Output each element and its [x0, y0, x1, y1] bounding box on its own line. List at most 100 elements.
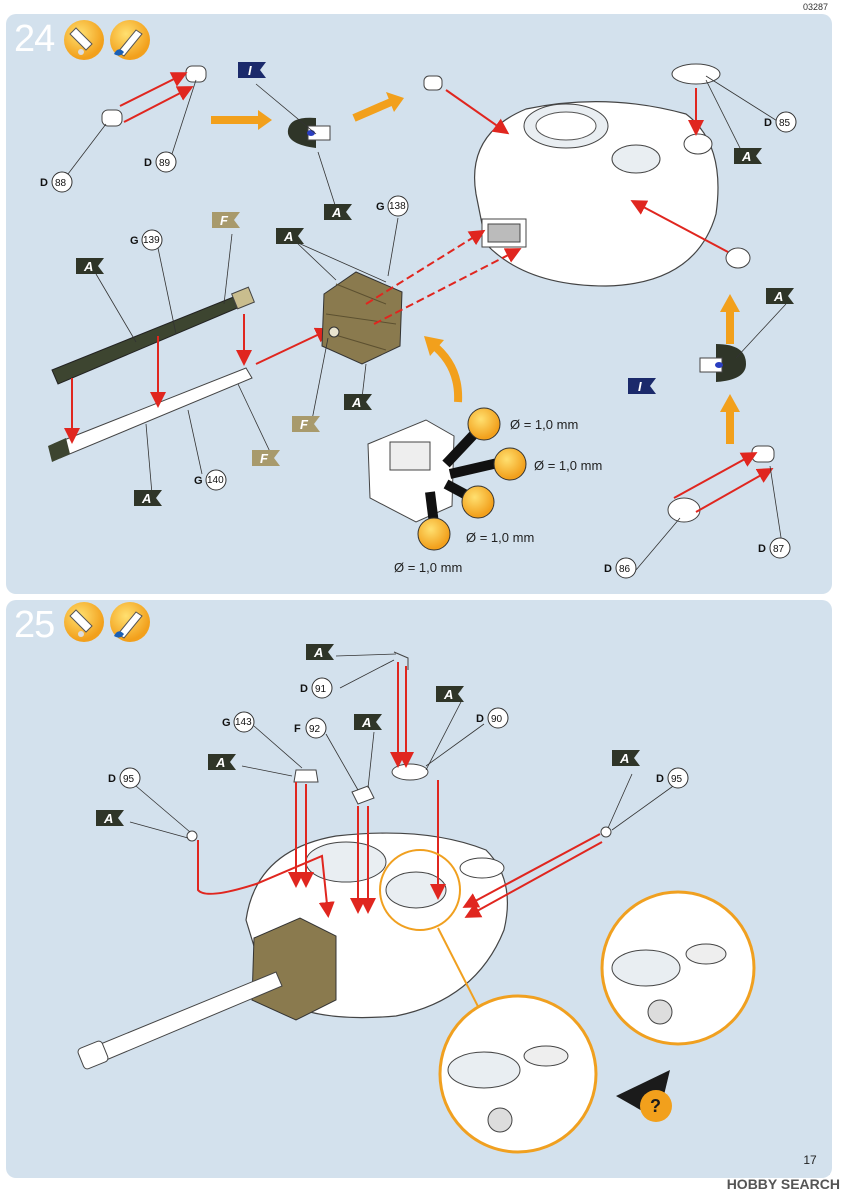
glue-icon	[64, 602, 104, 642]
help-icon: ?	[616, 1070, 672, 1122]
svg-text:I: I	[248, 63, 252, 78]
svg-text:A: A	[773, 289, 783, 304]
color-flag-a-7: A	[766, 288, 794, 304]
watermark: HOBBY SEARCH	[726, 1176, 840, 1192]
color-flag-a-5: A	[96, 810, 124, 826]
svg-text:?: ?	[650, 1096, 661, 1116]
svg-text:D: D	[144, 157, 152, 169]
part-d90	[391, 763, 429, 781]
mantlet-small-part-2	[699, 344, 746, 382]
part-label-g138: G 138	[376, 195, 409, 217]
svg-text:86: 86	[619, 564, 631, 575]
step-25-diagram: ? A A A A A A D 91 D 90 G 143 F 92 D 95	[64, 602, 756, 1154]
svg-text:G: G	[376, 201, 385, 213]
gun-mantlet	[321, 271, 403, 365]
svg-text:89: 89	[159, 158, 171, 169]
detail-view-1	[438, 994, 598, 1154]
svg-text:D: D	[764, 117, 772, 129]
svg-text:95: 95	[671, 774, 683, 785]
part-label-d90: D 90	[476, 707, 509, 729]
svg-text:I: I	[638, 379, 642, 394]
color-flag-a-3: A	[76, 258, 104, 274]
svg-text:140: 140	[207, 475, 224, 486]
svg-text:F: F	[220, 213, 229, 228]
svg-text:D: D	[758, 543, 766, 555]
glue-icon	[64, 20, 104, 60]
svg-text:A: A	[313, 645, 323, 660]
svg-text:D: D	[476, 713, 484, 725]
detail-highlight	[379, 849, 461, 931]
svg-text:139: 139	[143, 235, 160, 246]
part-label-f92: F 92	[294, 717, 327, 739]
drill-size-1: Ø = 1,0 mm	[510, 417, 578, 432]
svg-text:143: 143	[235, 717, 252, 728]
color-flag-a-4: A	[276, 228, 304, 244]
svg-text:90: 90	[491, 714, 503, 725]
svg-text:F: F	[294, 723, 301, 735]
page-number: 17	[790, 1145, 830, 1175]
part-d88-d89	[101, 65, 207, 127]
part-label-d89: D 89	[144, 151, 177, 173]
svg-text:A: A	[331, 205, 341, 220]
svg-text:D: D	[108, 773, 116, 785]
color-flag-f-1: F	[212, 212, 240, 228]
svg-text:A: A	[351, 395, 361, 410]
svg-text:A: A	[215, 755, 225, 770]
svg-text:92: 92	[309, 724, 321, 735]
drill-icons	[417, 407, 527, 551]
part-label-d95-right: D 95	[656, 767, 689, 789]
mantlet-rear-part	[367, 419, 455, 523]
color-flag-a-3: A	[354, 714, 382, 730]
mantlet-small-part	[287, 117, 331, 148]
svg-text:D: D	[40, 177, 48, 189]
part-label-d86: D 86	[604, 557, 637, 579]
color-flag-i-1: I	[238, 62, 266, 78]
svg-text:138: 138	[389, 201, 406, 212]
step-24-panel: 24	[6, 14, 832, 594]
part-f92	[351, 785, 375, 805]
color-flag-f-2: F	[292, 416, 320, 432]
turret-body	[474, 101, 719, 287]
color-flag-a-6: A	[612, 750, 640, 766]
svg-text:91: 91	[315, 684, 327, 695]
drill-size-4: Ø = 1,0 mm	[394, 560, 462, 575]
svg-text:G: G	[130, 235, 139, 247]
color-flag-a-1: A	[324, 204, 352, 220]
svg-text:A: A	[619, 751, 629, 766]
part-label-d87: D 87	[758, 537, 791, 559]
svg-text:87: 87	[773, 544, 785, 555]
step-number: 25	[14, 604, 55, 646]
svg-text:A: A	[283, 229, 293, 244]
step-24-diagram: A A A A A A A F F F I I D 88 D 89 D85 G 139…	[40, 20, 797, 579]
step-25-panel: 25	[6, 600, 832, 1178]
drill-size-3: Ø = 1,0 mm	[466, 530, 534, 545]
svg-text:D: D	[300, 683, 308, 695]
svg-text:A: A	[141, 491, 151, 506]
color-flag-a-2: A	[734, 148, 762, 164]
svg-text:A: A	[103, 811, 113, 826]
svg-text:88: 88	[55, 178, 67, 189]
svg-text:D: D	[604, 563, 612, 575]
part-label-g139: G 139	[130, 229, 163, 251]
part-label-d91: D 91	[300, 677, 333, 699]
svg-text:A: A	[83, 259, 93, 274]
svg-text:A: A	[741, 149, 751, 164]
color-flag-f-3: F	[252, 450, 280, 466]
part-label-d95-left: D 95	[108, 767, 141, 789]
gun-barrel	[48, 286, 255, 462]
color-flag-a-2: A	[436, 686, 464, 702]
color-flag-i-2: I	[628, 378, 656, 394]
svg-text:F: F	[260, 451, 269, 466]
svg-text:G: G	[222, 717, 231, 729]
color-flag-a-1: A	[306, 644, 334, 660]
svg-text:95: 95	[123, 774, 135, 785]
svg-text:A: A	[361, 715, 371, 730]
part-d95-right	[600, 826, 612, 838]
svg-text:D: D	[656, 773, 664, 785]
svg-text:A: A	[443, 687, 453, 702]
color-flag-a-5: A	[344, 394, 372, 410]
paint-brush-icon	[110, 602, 150, 642]
part-label-g143: G 143	[222, 711, 255, 733]
